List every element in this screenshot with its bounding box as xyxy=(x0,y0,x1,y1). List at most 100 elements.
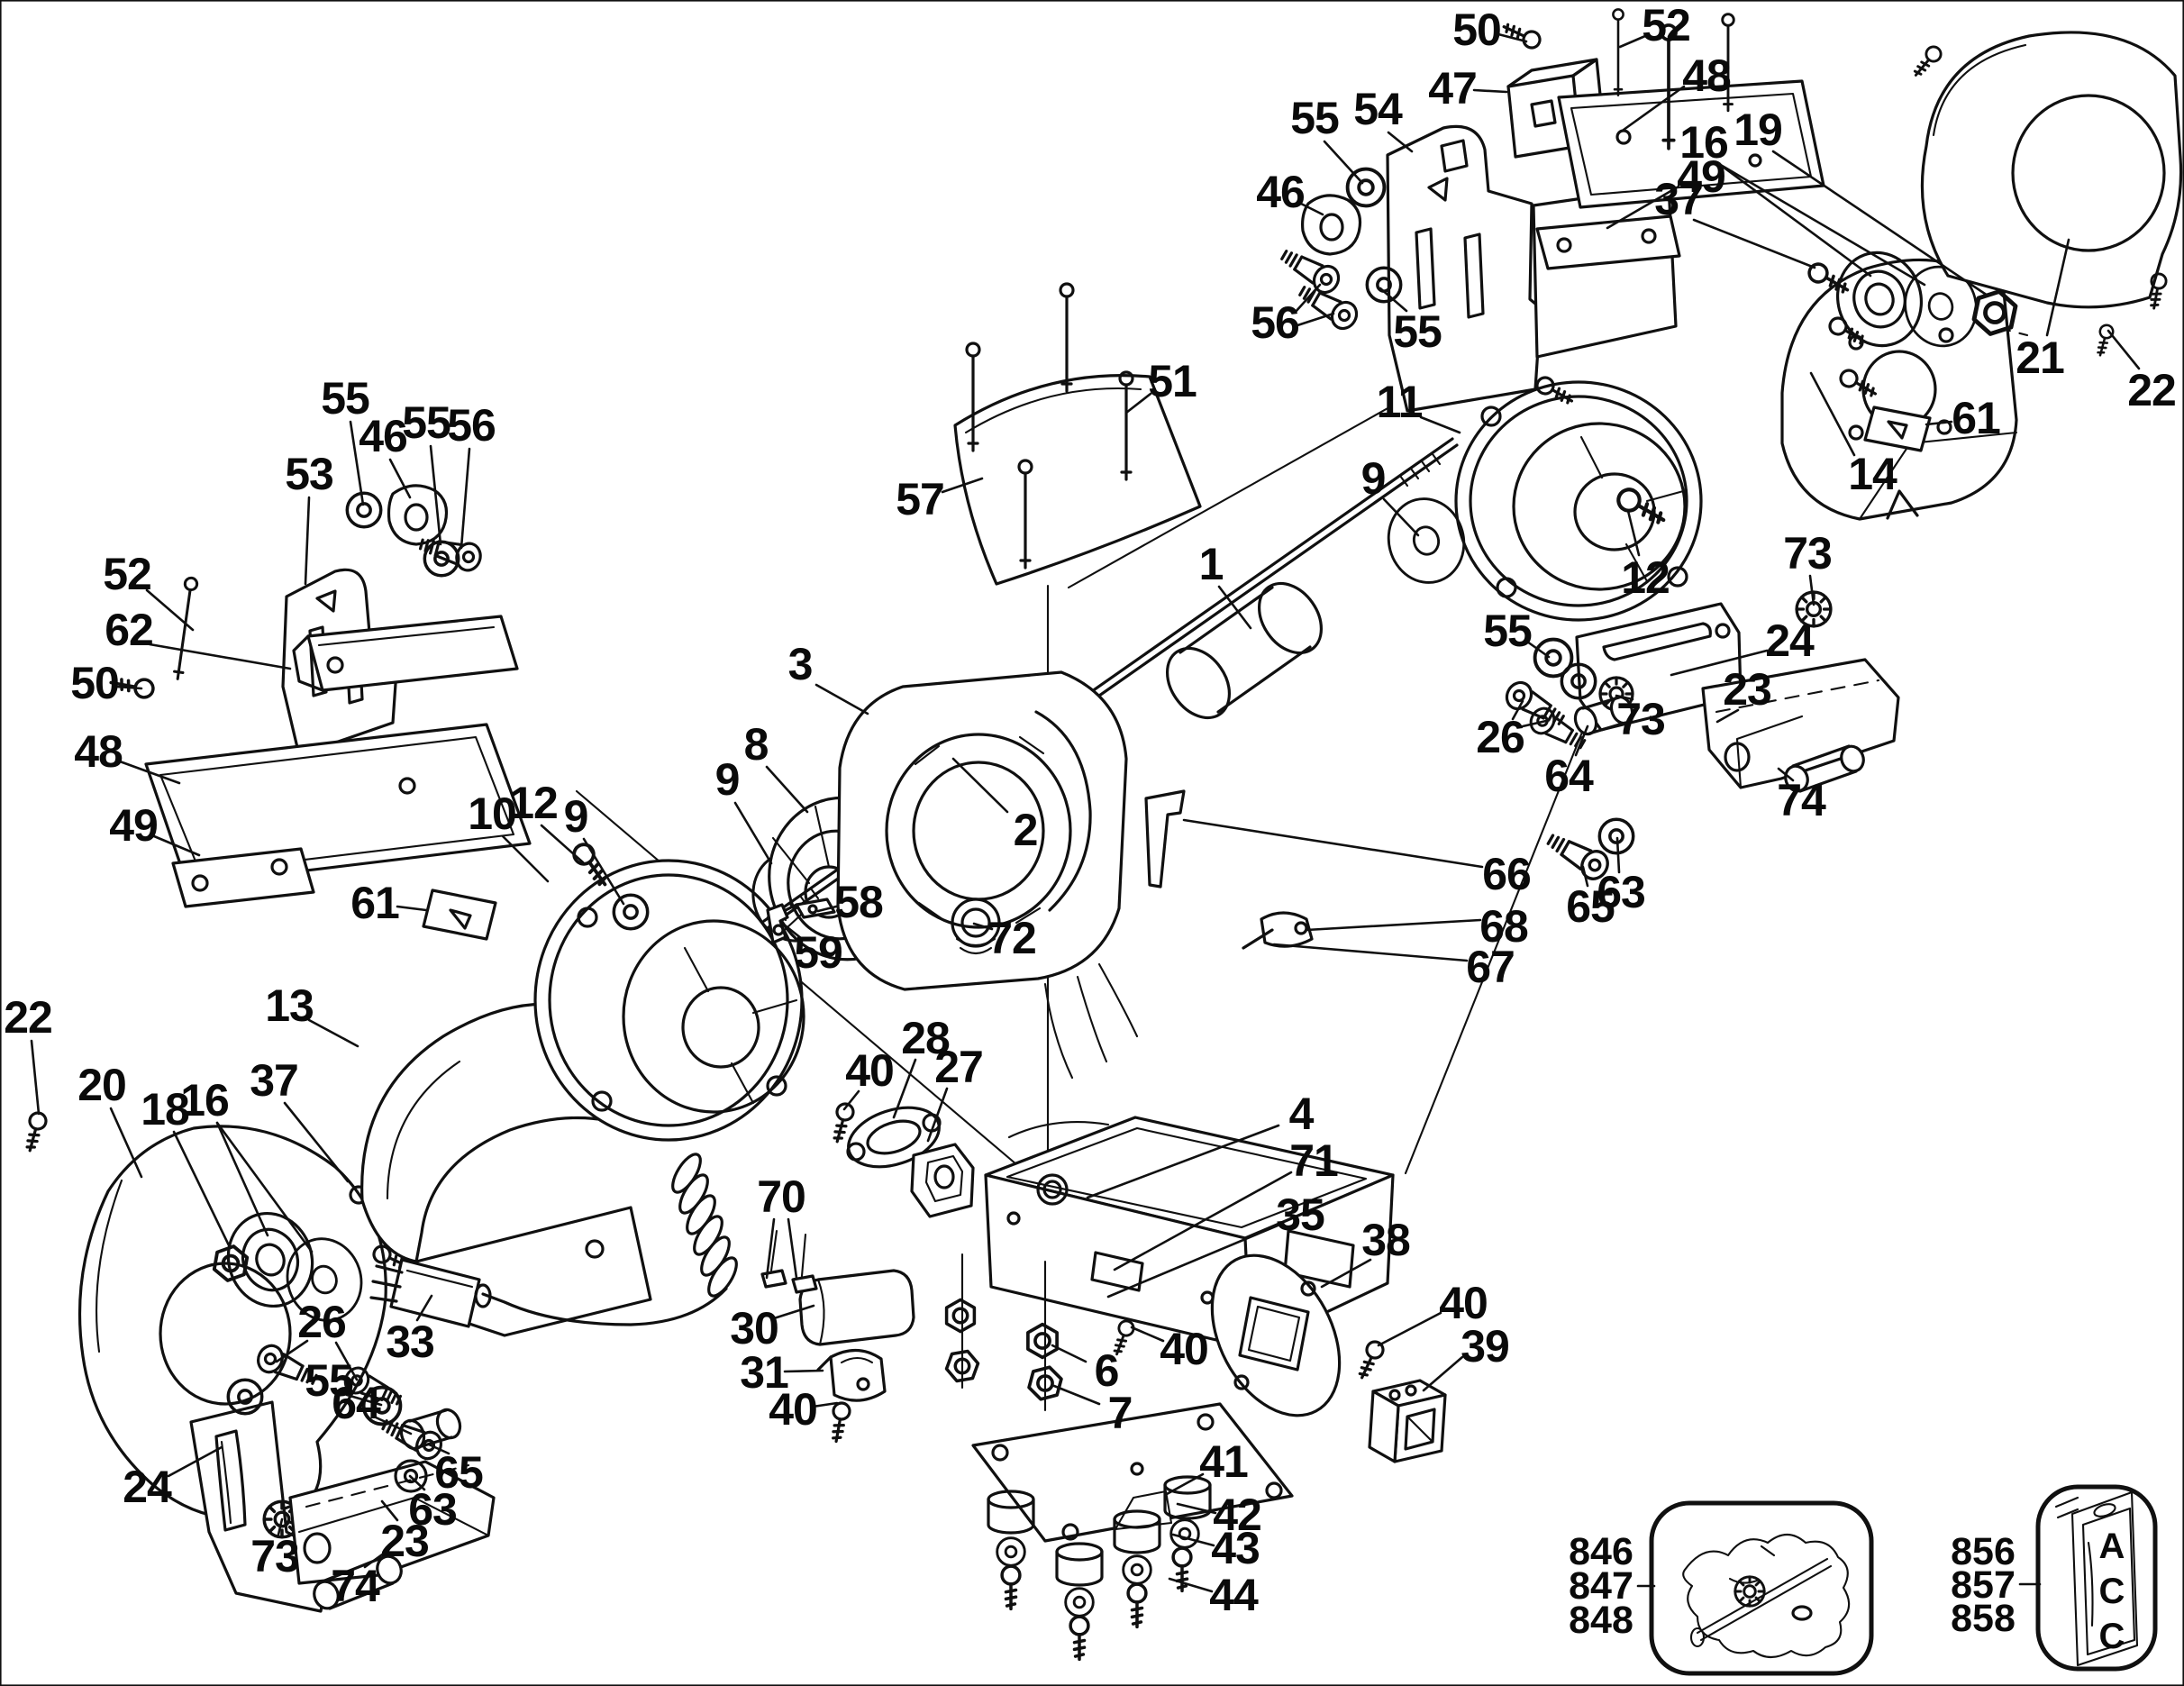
callout-56: 56 xyxy=(447,400,496,451)
callout-leader-16 xyxy=(215,1121,314,1253)
pin-74-left xyxy=(313,1554,403,1610)
callout-7: 7 xyxy=(1108,1388,1133,1438)
bolt-56-b xyxy=(1294,278,1363,335)
callout-74: 74 xyxy=(1777,775,1826,825)
switch-gasket-28 xyxy=(846,1106,942,1169)
callout-74: 74 xyxy=(331,1561,380,1611)
callout-8: 8 xyxy=(744,719,769,770)
wheel-guard-21 xyxy=(1920,31,2183,309)
callout-leader-38 xyxy=(1320,1258,1372,1289)
callout-12: 12 xyxy=(509,778,558,828)
callout-9: 9 xyxy=(1361,453,1386,504)
lock-lever-67-68 xyxy=(1242,911,1314,950)
callout-leader-62 xyxy=(148,643,292,670)
plate-62 xyxy=(292,615,519,692)
callout-40: 40 xyxy=(845,1045,894,1096)
callout-leader-33 xyxy=(415,1294,433,1322)
callout-leader-55 xyxy=(429,444,442,546)
callout-37: 37 xyxy=(1654,174,1703,224)
callout-55: 55 xyxy=(1290,93,1339,143)
callout-3: 3 xyxy=(788,639,813,689)
screw-40-plate xyxy=(1352,1337,1388,1383)
callout-leader-50 xyxy=(1497,32,1528,43)
callout-52: 52 xyxy=(103,549,151,599)
grommet-72 xyxy=(951,898,1001,955)
callout-1: 1 xyxy=(1199,539,1224,589)
callout-65: 65 xyxy=(434,1447,483,1498)
lead-terminals-70 xyxy=(760,1229,818,1294)
callout-6: 6 xyxy=(1095,1345,1119,1396)
screw-50-top xyxy=(1498,17,1544,52)
callout-leader-47 xyxy=(1472,88,1508,94)
callout-leader-39 xyxy=(1422,1355,1464,1392)
screw-22-left xyxy=(20,1109,50,1154)
callout-leader-64 xyxy=(1574,725,1589,757)
callout-leader-52 xyxy=(145,588,195,632)
callout-73: 73 xyxy=(1616,694,1665,744)
blower-housing-11 xyxy=(1454,380,1703,622)
callout-leader-58 xyxy=(816,905,838,913)
callout-20: 20 xyxy=(77,1060,126,1110)
callout-leader-16 xyxy=(1717,162,1926,287)
callout-43: 43 xyxy=(1211,1523,1260,1573)
screw-40-clamp xyxy=(826,1399,853,1444)
callout-leader-37 xyxy=(283,1101,350,1183)
capacitor-30 xyxy=(798,1269,915,1346)
screw-51-b xyxy=(1059,282,1075,393)
callout-59: 59 xyxy=(794,927,842,978)
callout-11: 11 xyxy=(1377,377,1423,427)
washer-63-right xyxy=(1597,817,1635,855)
callout-leader-55 xyxy=(349,420,365,506)
callout-23: 23 xyxy=(380,1516,429,1566)
kit-label-848: 848 xyxy=(1569,1599,1633,1642)
callout-leader-41 xyxy=(1165,1472,1205,1496)
callout-51: 51 xyxy=(1148,356,1197,406)
spacer-64-left xyxy=(399,1408,462,1451)
washer-55-top xyxy=(1345,167,1387,208)
callout-28: 28 xyxy=(901,1013,950,1063)
base-plate-41 xyxy=(971,1402,1294,1543)
callout-19: 19 xyxy=(1734,105,1782,155)
clip-59 xyxy=(766,903,789,944)
callout-56: 56 xyxy=(1251,297,1299,348)
callout-26: 26 xyxy=(297,1297,346,1347)
callout-leader-51 xyxy=(1124,392,1152,415)
callout-leader-6 xyxy=(1051,1344,1087,1363)
callout-leader-37 xyxy=(1692,218,1816,269)
callout-leader-28 xyxy=(892,1058,917,1119)
callout-leader-50 xyxy=(114,685,143,690)
callout-70: 70 xyxy=(757,1171,805,1222)
callout-leader-73 xyxy=(1615,694,1634,701)
callout-leader-19 xyxy=(1771,150,1989,297)
wheel-guard-cover-20 xyxy=(77,1125,387,1520)
callout-46: 46 xyxy=(359,411,407,461)
callout-12: 12 xyxy=(1621,552,1670,603)
callout-63: 63 xyxy=(1597,867,1645,917)
callout-leader-63 xyxy=(1615,836,1621,874)
callout-leader-44 xyxy=(1168,1577,1214,1593)
cover-57 xyxy=(953,374,1202,586)
callout-leader-24 xyxy=(1670,649,1769,677)
callout-leader-26 xyxy=(334,1341,359,1381)
callout-9: 9 xyxy=(564,791,588,842)
callout-38: 38 xyxy=(1361,1215,1410,1265)
callout-leader-46 xyxy=(388,458,412,499)
callout-leader-67 xyxy=(1272,943,1469,962)
callout-leader-22 xyxy=(30,1039,41,1116)
callout-leader-9 xyxy=(582,837,625,906)
callout-40: 40 xyxy=(769,1384,817,1435)
callout-39: 39 xyxy=(1461,1321,1509,1372)
callout-42: 42 xyxy=(1213,1490,1261,1540)
callout-leader-12 xyxy=(540,824,585,864)
callout-64: 64 xyxy=(1544,751,1594,801)
callout-61: 61 xyxy=(1952,393,2000,443)
callout-leader-73 xyxy=(1808,574,1815,606)
acc-letter-C-2: C xyxy=(2099,1617,2125,1656)
callout-leader-31 xyxy=(783,1369,824,1373)
callout-leader-46 xyxy=(1299,202,1324,216)
callout-leader-22 xyxy=(2107,329,2141,370)
callout-leader-27 xyxy=(926,1087,949,1143)
callout-62: 62 xyxy=(105,605,153,655)
